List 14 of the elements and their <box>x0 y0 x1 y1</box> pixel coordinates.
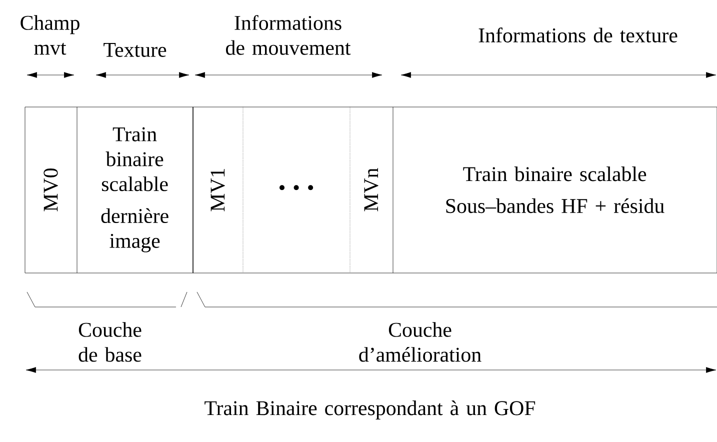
section-label: Informations de texture <box>478 28 678 42</box>
texture-cell: Train binaire scalable dernière image <box>101 127 168 252</box>
total-length-label: Train Binaire correspondant à un GOF <box>204 400 536 420</box>
segmented-bar <box>24 106 717 274</box>
vector-cell: MV0 <box>44 168 58 212</box>
vector-cell: MV1 <box>210 168 225 212</box>
vector-cell: MVn <box>364 168 378 212</box>
layer-label: Couche d’amélioration <box>359 322 482 362</box>
section-label: Texture <box>104 43 166 57</box>
section-label: Champ mvt <box>20 15 80 55</box>
section-label: Informations de mouvement <box>226 15 351 55</box>
layer-label: Couche de base <box>78 322 142 362</box>
texture-cell: Train binaire scalable Sous–bandes HF + résidu <box>446 166 664 214</box>
ellipsis-cell: • • • <box>280 185 314 190</box>
